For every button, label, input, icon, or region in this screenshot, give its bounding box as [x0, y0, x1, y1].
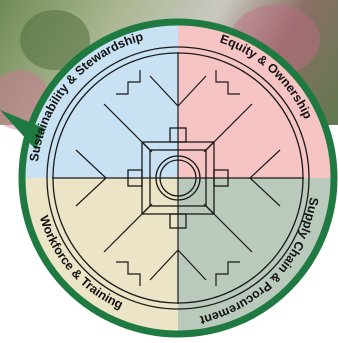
arrow-up [149, 75, 207, 107]
photo-pointer [0, 110, 44, 150]
arrow-left [75, 149, 107, 207]
diagonal-tr [215, 70, 240, 95]
diagonal-tl [116, 70, 141, 95]
diagonal-br [215, 261, 240, 286]
diag-line-bl [103, 203, 153, 253]
diag-line-tl [103, 103, 153, 153]
arrow-right [249, 149, 281, 207]
outer-ring [18, 18, 338, 338]
arrow-down [149, 249, 207, 281]
diag-line-br [203, 203, 253, 253]
diagonal-bl [116, 261, 141, 286]
inner-ring-1 [46, 46, 310, 310]
diag-line-tr [203, 103, 253, 153]
